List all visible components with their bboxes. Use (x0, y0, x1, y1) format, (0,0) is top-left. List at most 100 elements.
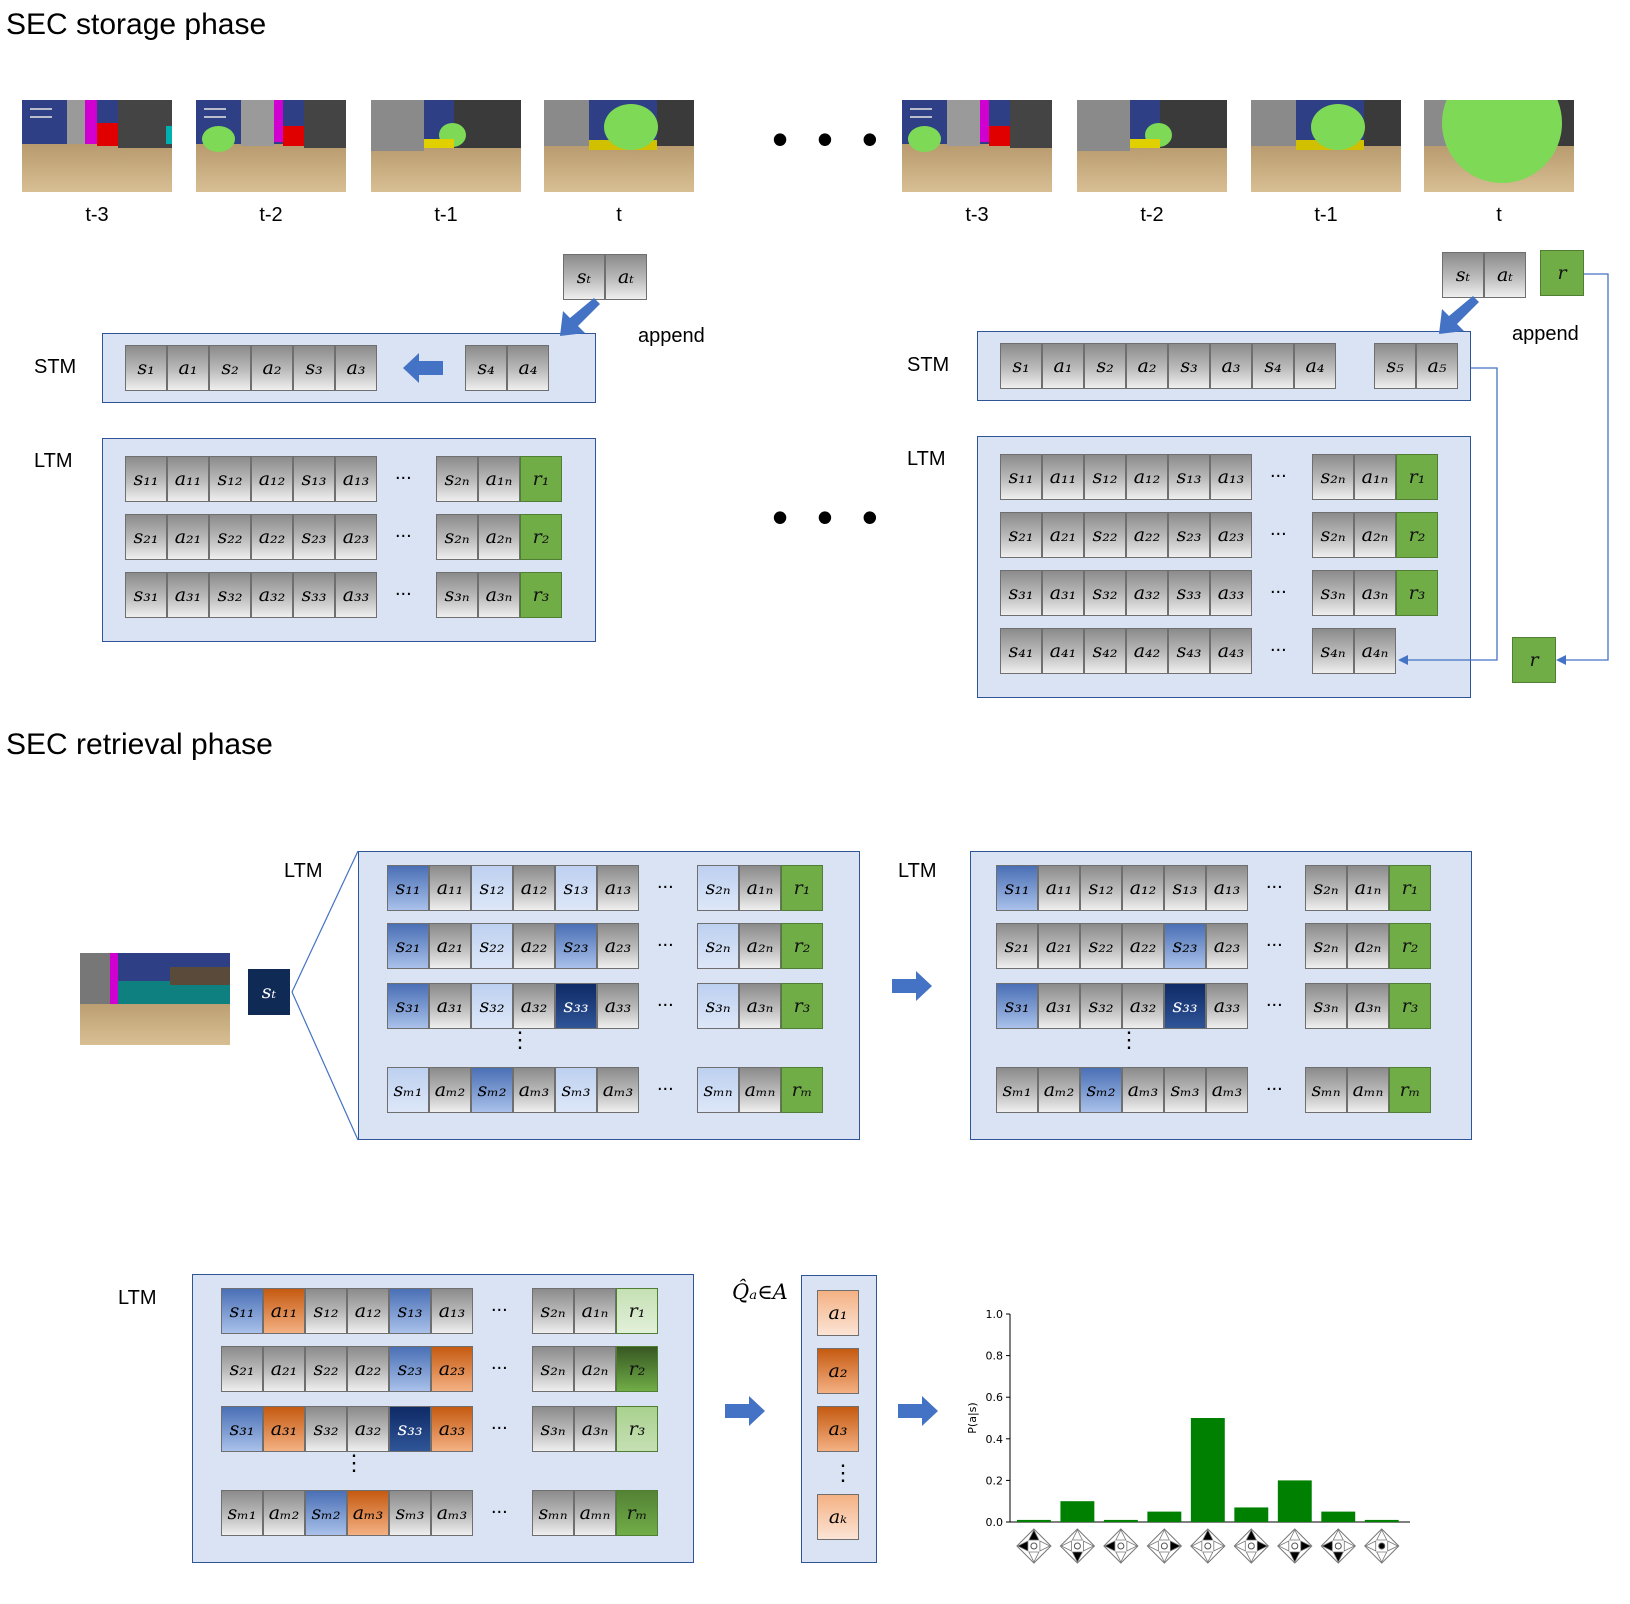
y-tick-label: 0.2 (986, 1474, 1004, 1487)
stm-cell: a₁ (167, 345, 209, 391)
vertical-ellipsis: ⋮ (1118, 1027, 1140, 1052)
memory-cell: a₁₃ (1210, 454, 1252, 500)
direction-arrow-icon (1277, 1540, 1290, 1552)
ltm1-cell: sₘₙ (697, 1067, 739, 1113)
ltm2-cell: s₂ₙ (1305, 865, 1347, 911)
vertical-ellipsis: ⋮ (832, 1460, 854, 1485)
y-tick-label: 0.4 (986, 1433, 1004, 1446)
ltm2-cell: a₁₃ (1206, 865, 1248, 911)
stm-label-right: STM (907, 354, 950, 376)
ltm1-cell: s₁₃ (555, 865, 597, 911)
frame-right-t-2 (1077, 100, 1227, 192)
q-value-cell: a₁ (817, 1290, 859, 1336)
memory-cell: a₃₃ (335, 572, 377, 618)
q-value-cell: a₃ (817, 1406, 859, 1452)
ltm3-cell: a₃₃ (431, 1406, 473, 1452)
bar-down (1060, 1501, 1095, 1522)
row-ellipsis: ... (1266, 1073, 1283, 1095)
frame-left-t (544, 100, 694, 192)
reward-arrowhead (1556, 655, 1566, 665)
ltm1-cell: s₂ₙ (697, 865, 739, 911)
ltm1-cell: a₃₃ (597, 983, 639, 1029)
ltm2-cell: sₘₙ (1305, 1067, 1347, 1113)
q-value-cell: aₖ (817, 1494, 859, 1540)
memory-cell: s₁₂ (209, 456, 251, 502)
ltm3-cell: s₁₂ (305, 1288, 347, 1334)
direction-arrow-icon (1245, 1529, 1257, 1541)
memory-cell: s₄₂ (1084, 628, 1126, 674)
append-arrow-right (1439, 296, 1479, 334)
memory-cell: s₃₃ (293, 572, 335, 618)
vertical-ellipsis: ⋮ (509, 1027, 531, 1052)
reward-cell: r₃ (1389, 983, 1431, 1029)
row-ellipsis: ... (657, 929, 674, 951)
ltm2-cell: a₂₃ (1206, 923, 1248, 969)
ltm3-cell: a₂ₙ (574, 1346, 616, 1392)
ltm3-cell: a₃₂ (347, 1406, 389, 1452)
reward-cell: r₃ (520, 572, 562, 618)
stm-cell: a₂ (1126, 343, 1168, 389)
policy-arrow (898, 1396, 938, 1426)
frame-right-t (1424, 100, 1574, 192)
memory-cell: a₄₃ (1210, 628, 1252, 674)
memory-cell: a₄₁ (1042, 628, 1084, 674)
ltm2-cell: s₃₂ (1080, 983, 1122, 1029)
frame-right-t-1 (1251, 100, 1401, 192)
direction-arrow-icon (1202, 1529, 1214, 1541)
ltm3-cell: sₘ₂ (305, 1490, 347, 1536)
row-ellipsis: ... (395, 578, 412, 600)
row-ellipsis: ... (491, 1412, 508, 1434)
action-t-cell: aₜ (1484, 252, 1526, 298)
memory-cell: a₂₁ (167, 514, 209, 560)
direction-arrow-icon (1071, 1551, 1084, 1563)
ltm1-cell: s₂₁ (387, 923, 429, 969)
ltm1-cell: a₁₁ (429, 865, 471, 911)
row-ellipsis: ... (1270, 518, 1287, 540)
ltm3-cell: aₘ₂ (263, 1490, 305, 1536)
memory-cell: a₃₂ (1126, 570, 1168, 616)
center-dot-icon (1291, 1542, 1299, 1550)
ltm1-cell: a₁₂ (513, 865, 555, 911)
row-ellipsis: ... (491, 1294, 508, 1316)
ltm2-cell: a₁ₙ (1347, 865, 1389, 911)
ltm1-cell: sₘ₃ (555, 1067, 597, 1113)
center-dot-icon (1334, 1542, 1342, 1550)
update-arrow (892, 971, 932, 1001)
center-dot-icon (1073, 1542, 1081, 1550)
stm-new-cell: a₄ (507, 345, 549, 391)
ltm-label-left: LTM (34, 450, 73, 472)
frame-time-label: t-3 (85, 204, 109, 226)
ltm1-cell: a₃ₙ (739, 983, 781, 1029)
frame-time-label: t (1496, 204, 1502, 226)
direction-arrow-icon (1387, 1540, 1399, 1552)
ltm3-cell: s₂₂ (305, 1346, 347, 1392)
bar-right (1147, 1511, 1182, 1522)
append-label-right: append (1512, 323, 1579, 345)
reward-cell: r₃ (781, 983, 823, 1029)
retrieval-phase-title: SEC retrieval phase (6, 728, 273, 761)
direction-arrow-icon (1071, 1529, 1084, 1541)
ltm3-cell: a₁₃ (431, 1288, 473, 1334)
ltm3-cell: a₁₂ (347, 1288, 389, 1334)
ltm3-cell: s₁₁ (221, 1288, 263, 1334)
center-dot-icon (1247, 1542, 1255, 1550)
ltm1-cell: a₃₁ (429, 983, 471, 1029)
ltm2-cell: s₃₃ (1164, 983, 1206, 1029)
row-ellipsis: ... (491, 1496, 508, 1518)
ltm2-cell: s₂₃ (1164, 923, 1206, 969)
stm-cell: a₄ (1294, 343, 1336, 389)
bar-stay (1364, 1519, 1399, 1522)
center-dot-icon (1378, 1542, 1386, 1550)
memory-cell: s₂₂ (209, 514, 251, 560)
ltm2-cell: s₁₁ (996, 865, 1038, 911)
stm-cell: s₂ (1084, 343, 1126, 389)
ltm2-cell: a₂ₙ (1347, 923, 1389, 969)
memory-cell: s₁₂ (1084, 454, 1126, 500)
ltm2-cell: a₃₂ (1122, 983, 1164, 1029)
memory-cell: a₁₁ (167, 456, 209, 502)
reward-cell: r (1540, 250, 1584, 296)
ltm3-cell: s₂₁ (221, 1346, 263, 1392)
stm-cell: a₁ (1042, 343, 1084, 389)
ltm2-cell: aₘ₃ (1206, 1067, 1248, 1113)
ltm3-cell: a₁₁ (263, 1288, 305, 1334)
